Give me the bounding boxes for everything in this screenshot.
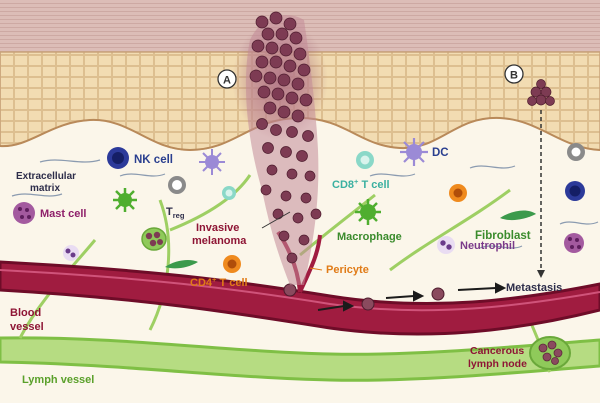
extracellular-matrix-label-line2: matrix: [30, 183, 60, 194]
invasive-melanoma-tumor: [232, 11, 328, 286]
neutrophil-icon: [437, 236, 455, 254]
green-spiky-cell-icon: [113, 188, 137, 212]
metastasis-label: Metastasis: [506, 282, 562, 294]
matrix-fibers: [11, 159, 599, 249]
macrophage-icon: [355, 199, 381, 225]
cd8-t-cell-label: CD8+ T cell: [332, 177, 390, 191]
blood-vessel-highlight: [0, 269, 600, 312]
marker-b: [504, 64, 524, 84]
orange-t-cell-icon: [449, 184, 467, 202]
nk-cell-right-icon: [565, 181, 585, 201]
neutrophil-left-icon: [63, 245, 79, 261]
marker-b-label: B: [510, 70, 518, 82]
pericyte-label: Pericyte: [326, 264, 369, 276]
nk-cell-label: NK cell: [134, 154, 173, 166]
fibroblast-label: Fibroblast: [475, 230, 531, 242]
dendritic-cell-icon-left: [199, 149, 225, 175]
invasive-melanoma-pointer: [261, 211, 291, 229]
treg-label: Treg: [166, 206, 185, 220]
metastasis-path-arrowhead: [537, 270, 545, 278]
marker-a: [217, 69, 237, 89]
grey-cell-right-icon: [567, 143, 585, 161]
cancerous-lymph-node-label-line2: lymph node: [468, 358, 527, 370]
pericyte-pointer: [309, 267, 323, 271]
cd8-t-cell-small-icon: [222, 186, 236, 200]
cancerous-lymph-node-label-line1: Cancerous: [470, 345, 524, 357]
tumor-cluster-b: [527, 79, 555, 106]
marker-a-label: A: [223, 75, 231, 87]
nk-cell-icon: [107, 147, 129, 169]
dc-label: DC: [432, 147, 449, 159]
metastasis-arrows: [317, 282, 507, 312]
fibroblast-icon: [500, 210, 536, 221]
mast-cell-icon: [13, 202, 35, 224]
blood-vessel-label-line2: vessel: [10, 321, 44, 333]
mast-cell-right-icon: [564, 233, 584, 253]
mast-cell-label: Mast cell: [40, 208, 86, 220]
extracellular-matrix-label-line1: Extracellular: [16, 171, 76, 182]
macrophage-label: Macrophage: [337, 231, 402, 243]
blood-vessel-label-line1: Blood: [10, 307, 41, 319]
invasive-melanoma-label-line2: melanoma: [192, 235, 247, 247]
circulating-tumor-cells: [283, 283, 445, 311]
left-lymph-node-icon: [141, 227, 167, 251]
lymph-vessel-label: Lymph vessel: [22, 374, 94, 386]
invasive-melanoma-label-line1: Invasive: [196, 222, 239, 234]
lymph-node-tumor-cells: [538, 340, 563, 365]
cd4-t-cell-label: CD4+ T cell: [190, 275, 248, 289]
lymph-vessel: [0, 336, 600, 382]
cd8-t-cell-icon: [356, 151, 374, 169]
treg-cell-icon: [168, 176, 186, 194]
fibroblast-left-icon: [165, 259, 198, 269]
cd4-t-cell-icon: [223, 255, 241, 273]
dc-icon: [400, 138, 428, 166]
neutrophil-label: Neutrophil: [460, 240, 515, 252]
